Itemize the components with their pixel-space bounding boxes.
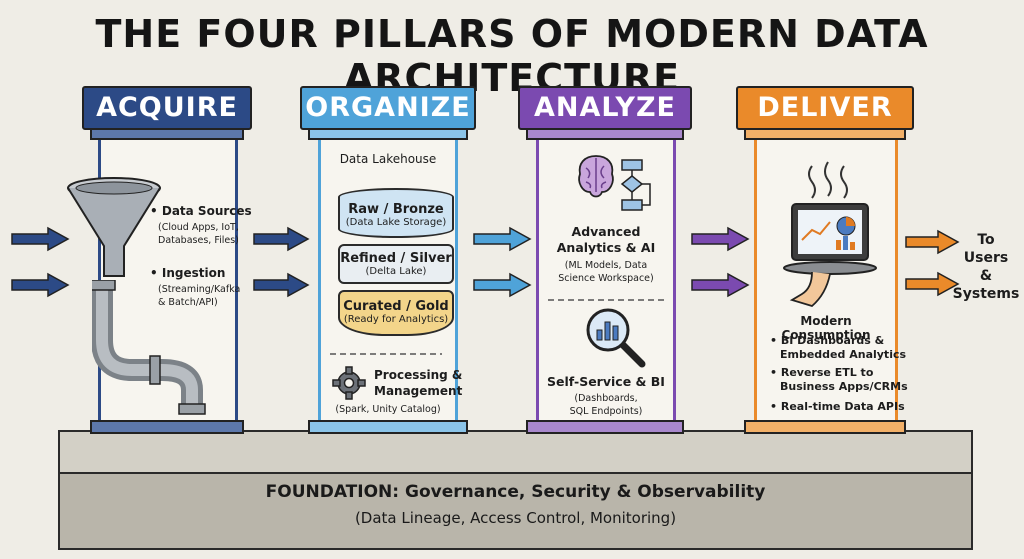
pillar-acquire-base <box>90 420 244 434</box>
brain-icon <box>578 155 614 198</box>
organize-heading: Data Lakehouse <box>339 152 437 166</box>
deliver-item-1-line-1: • BI Dashboards & <box>770 334 885 347</box>
pillar-deliver-base <box>744 420 906 434</box>
pillar-deliver-capital <box>744 128 906 140</box>
tier-gold-name: Curated / Gold <box>343 299 449 314</box>
pipe-icon <box>92 280 206 415</box>
organize-processing-title-2: Management <box>374 384 463 398</box>
analyze-selfservice-detail-2: SQL Endpoints) <box>569 406 643 417</box>
deliver-item-2-line-1: • Reverse ETL to <box>770 366 874 379</box>
acquire-sources-title: • Data Sources <box>150 204 252 218</box>
pillar-organize-base <box>308 420 468 434</box>
input-arrow-top <box>11 226 70 252</box>
pillar-organize-capital <box>308 128 468 140</box>
destination-line-4: Systems <box>952 286 1020 302</box>
organize-processing-detail: (Spark, Unity Catalog) <box>335 404 441 415</box>
acquire-ingestion-detail-2: & Batch/API) <box>158 297 218 308</box>
magnifier-icon <box>586 308 646 368</box>
acquire-sources-detail-1: (Cloud Apps, IoT, <box>158 222 239 233</box>
analyze-divider <box>548 299 664 301</box>
tier-bronze-detail: (Data Lake Storage) <box>345 217 447 228</box>
deliver-heading: Modern Consumption <box>781 314 871 342</box>
tier-bronze: Raw / Bronze (Data Lake Storage) <box>338 188 454 238</box>
arrow-deliver-out-top <box>905 229 960 255</box>
analyze-advanced-detail-2: Science Workspace) <box>558 273 654 284</box>
pillar-deliver-cap: DELIVER <box>736 86 914 130</box>
deliver-item-2-line-2: Business Apps/CRMs <box>780 380 908 393</box>
arrow-analyze-deliver-top <box>691 226 750 252</box>
deliver-item-1-line-2: Embedded Analytics <box>780 348 907 361</box>
acquire-ingestion-detail-1: (Streaming/Kafka <box>158 284 241 295</box>
pillar-analyze-capital <box>526 128 684 140</box>
pillar-organize-cap: ORGANIZE <box>300 86 476 130</box>
acquire-sources-detail-2: Databases, Files) <box>158 235 239 246</box>
organize-divider <box>330 353 442 355</box>
serving-tablet-icon <box>783 161 877 308</box>
tier-gold-detail: (Ready for Analytics) <box>343 314 449 325</box>
tier-gold: Curated / Gold (Ready for Analytics) <box>338 290 454 336</box>
analyze-advanced-title-2: Analytics & AI <box>556 240 656 255</box>
arrow-deliver-out-bottom <box>905 271 960 297</box>
input-arrow-bottom <box>11 272 70 298</box>
acquire-ingestion-title: • Ingestion <box>150 266 226 280</box>
destination-line-3: & <box>979 268 993 284</box>
destination-line-2: Users <box>963 250 1009 266</box>
analyze-selfservice-detail-1: (Dashboards, <box>574 393 638 404</box>
deliver-item-3-line-1: • Real-time Data APIs <box>770 400 905 413</box>
tier-bronze-name: Raw / Bronze <box>348 202 444 217</box>
arrow-analyze-deliver-bottom <box>691 272 750 298</box>
gear-icon <box>332 366 366 400</box>
analyze-advanced-title-1: Advanced <box>571 224 641 239</box>
foundation-subtitle: (Data Lineage, Access Control, Monitorin… <box>354 509 677 527</box>
arrow-acquire-organize-top <box>253 226 310 252</box>
funnel-icon <box>67 177 161 277</box>
arrow-organize-analyze-bottom <box>473 272 532 298</box>
foundation-block <box>58 472 973 550</box>
organize-processing-title-1: Processing & <box>374 368 463 382</box>
foundation-title: FOUNDATION: Governance, Security & Obser… <box>265 482 766 502</box>
page-title: THE FOUR PILLARS OF MODERN DATA ARCHITEC… <box>95 12 929 100</box>
pillar-acquire-cap: ACQUIRE <box>82 86 252 130</box>
arrow-acquire-organize-bottom <box>253 272 310 298</box>
flowchart-icon <box>620 159 651 211</box>
tier-silver-name: Refined / Silver <box>340 251 452 266</box>
tier-silver-detail: (Delta Lake) <box>365 266 427 277</box>
destination-line-1: To <box>977 232 995 248</box>
tier-silver: Refined / Silver (Delta Lake) <box>338 244 454 284</box>
foundation-top <box>58 430 973 474</box>
analyze-selfservice-title: Self-Service & BI <box>547 374 665 389</box>
analyze-advanced-detail-1: (ML Models, Data <box>564 260 648 271</box>
pillar-analyze-base <box>526 420 684 434</box>
arrow-organize-analyze-top <box>473 226 532 252</box>
pillar-analyze-cap: ANALYZE <box>518 86 692 130</box>
pillar-acquire-capital <box>90 128 244 140</box>
